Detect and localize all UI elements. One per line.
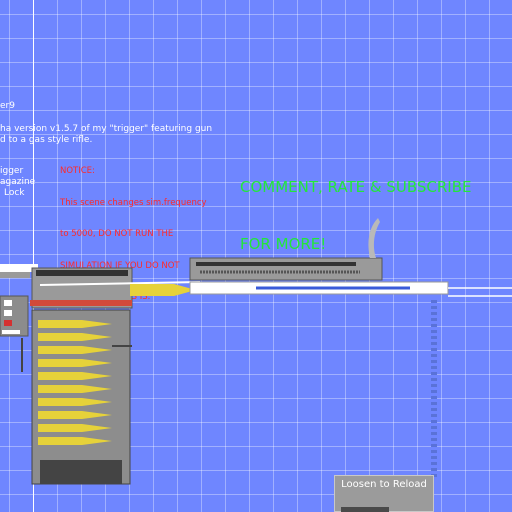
firing-pin-rod: [39, 281, 201, 286]
chambered-cartridge[interactable]: [130, 284, 174, 296]
loosen-to-reload-button[interactable]: Loosen to Reload: [334, 475, 434, 512]
magazine-cartridge: [38, 320, 82, 328]
magazine-cartridge: [38, 333, 82, 341]
magazine-bullet-tip: [82, 437, 112, 445]
notice-line: NOTICE:: [60, 166, 95, 176]
magazine-bullet-tip: [82, 398, 112, 406]
bolt-carrier[interactable]: [30, 300, 132, 306]
magazine-cartridges: [38, 320, 112, 445]
magazine-cartridge: [38, 411, 82, 419]
promo-line: FOR MORE!: [240, 235, 327, 253]
lock-button[interactable]: [4, 320, 12, 326]
gas-housing[interactable]: [189, 257, 383, 281]
side-label-trigger: igger: [0, 166, 24, 176]
magazine-bullet-tip: [82, 346, 112, 354]
promo-text: COMMENT, RATE & SUBSCRIBE FOR MORE!: [240, 140, 471, 273]
magazine-cartridge: [38, 398, 82, 406]
magazine-bullet-tip: [82, 372, 112, 380]
promo-line: COMMENT, RATE & SUBSCRIBE: [240, 178, 472, 196]
gas-piston-rail: [196, 262, 356, 266]
magazine-bullet-tip: [82, 411, 112, 419]
chambered-bullet-tip: [174, 284, 196, 296]
receiver-top-rail: [36, 270, 128, 276]
magazine-cartridge: [38, 385, 82, 393]
stock-body[interactable]: [0, 272, 30, 278]
trigger-button[interactable]: [4, 300, 12, 306]
description-line-2: d to a gas style rifle.: [0, 135, 93, 145]
magazine-bullet-tip: [82, 333, 112, 341]
magazine-bullet-tip: [82, 359, 112, 367]
magazine-cartridge: [38, 372, 82, 380]
magazine-button[interactable]: [4, 310, 12, 316]
notice-line: SIMULATION IF YOU DO NOT: [60, 260, 180, 271]
description-line-1: ha version v1.5.7 of my "trigger" featur…: [0, 124, 213, 134]
notice-line: to 5000, DO NOT RUN THE: [60, 229, 174, 239]
charging-handle[interactable]: [368, 218, 380, 258]
trigger-bar[interactable]: [2, 330, 20, 334]
magazine-cartridge: [38, 424, 82, 432]
magazine-bullet-tip: [82, 424, 112, 432]
notice-line: This scene changes sim.frequency: [60, 197, 207, 208]
magazine-base: [40, 460, 122, 484]
y-axis-line: [33, 0, 34, 512]
side-label-lock: Lock: [4, 188, 25, 198]
stock-top-plate[interactable]: [0, 264, 38, 272]
reload-slider-handle[interactable]: [341, 507, 389, 512]
magazine-cartridge: [38, 359, 82, 367]
magazine-bullet-tip: [82, 385, 112, 393]
magazine-bullet-tip: [82, 320, 112, 328]
scene-title-fragment: er9: [0, 101, 15, 111]
side-label-magazine: agazine: [0, 177, 36, 187]
magazine-cartridge: [38, 346, 82, 354]
magazine-cartridge: [38, 437, 82, 445]
